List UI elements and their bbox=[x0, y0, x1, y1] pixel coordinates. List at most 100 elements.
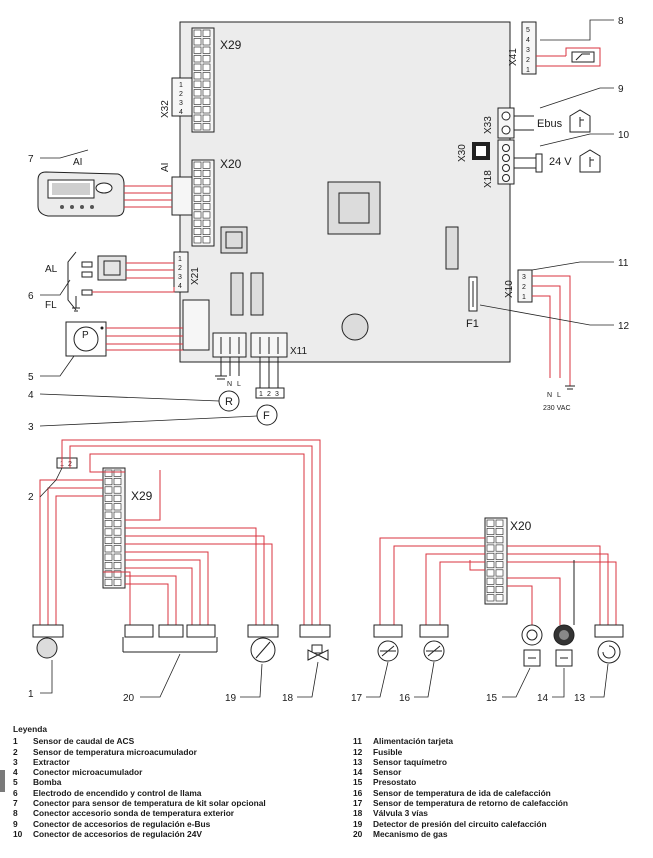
legend-item-number: 7 bbox=[13, 798, 18, 809]
legend-item-text: Fusible bbox=[373, 746, 403, 757]
x29-harness-label: X29 bbox=[131, 489, 153, 503]
x20-label: X20 bbox=[220, 157, 242, 171]
connector-pin bbox=[113, 469, 122, 477]
connector-pin bbox=[193, 170, 202, 177]
connector-pin bbox=[193, 228, 202, 235]
ebus-thermostat-icon bbox=[569, 109, 591, 133]
svg-text:2: 2 bbox=[522, 284, 526, 291]
legend-item-text: Conector de accesorios de regulación e-B… bbox=[33, 818, 211, 829]
connector-pin bbox=[486, 519, 495, 527]
legend-item-text: Sensor taquímetro bbox=[373, 756, 447, 767]
connector-pin bbox=[486, 577, 495, 585]
connector-pin bbox=[113, 503, 122, 511]
connector-pin bbox=[495, 536, 504, 544]
legend-item-text: Sensor de caudal de ACS bbox=[33, 736, 135, 747]
callout-9: 9 bbox=[618, 84, 624, 95]
connector-pin bbox=[104, 486, 113, 494]
electrode-icon: AL FL bbox=[45, 251, 127, 312]
callout-13: 13 bbox=[574, 693, 586, 704]
connector-pin bbox=[202, 106, 211, 114]
control-board bbox=[179, 21, 511, 363]
legend-item-text: Sensor de temperatura de ida de calefacc… bbox=[373, 787, 551, 798]
connector-pin bbox=[495, 519, 504, 527]
fuse-f1: F1 bbox=[466, 276, 479, 330]
legend-item-text: Detector de presión del circuito calefac… bbox=[373, 818, 547, 829]
connector-pin bbox=[193, 211, 202, 219]
connector-pin bbox=[104, 469, 113, 477]
connector-pin bbox=[202, 97, 211, 105]
svg-text:3: 3 bbox=[179, 100, 183, 107]
connector-pin bbox=[193, 236, 202, 244]
connector-pin bbox=[202, 161, 211, 169]
legend-item-number: 14 bbox=[353, 767, 363, 778]
pressure-detector-icon bbox=[247, 624, 279, 663]
connector-pin bbox=[104, 494, 113, 502]
connector-extractor bbox=[212, 332, 247, 358]
display-module-icon: AI bbox=[37, 157, 125, 217]
connector-pin bbox=[495, 569, 504, 577]
connector-pin bbox=[486, 527, 495, 535]
x10-label: X10 bbox=[504, 280, 515, 298]
svg-text:3: 3 bbox=[178, 274, 182, 281]
connector-pin bbox=[113, 570, 122, 578]
connector-pin bbox=[486, 536, 495, 544]
connector-x32: 12 34 X32 bbox=[160, 77, 193, 118]
legend-item-text: Presostato bbox=[373, 777, 417, 788]
connector-pin bbox=[104, 578, 113, 586]
callout-12: 12 bbox=[618, 321, 630, 332]
connector-pin bbox=[202, 194, 211, 202]
x32-label: X32 bbox=[160, 100, 171, 118]
connector-pin bbox=[104, 553, 113, 561]
connector-pin bbox=[113, 494, 122, 502]
connector-pin bbox=[104, 545, 113, 553]
al-label: AL bbox=[45, 264, 58, 275]
connector-pin bbox=[193, 29, 202, 37]
gas-valve-plugs bbox=[122, 624, 218, 653]
connector-pin bbox=[193, 89, 202, 97]
connector-pin bbox=[193, 203, 202, 211]
x33-label: X33 bbox=[483, 116, 494, 134]
svg-text:3: 3 bbox=[522, 274, 526, 281]
connector-pin bbox=[202, 219, 211, 227]
svg-text:1: 1 bbox=[178, 256, 182, 263]
pressure-switch-icon bbox=[521, 624, 543, 667]
connector-pin bbox=[486, 569, 495, 577]
three-way-valve-icon bbox=[299, 624, 331, 661]
pump-icon: P bbox=[65, 321, 107, 357]
connector-pin bbox=[202, 236, 211, 244]
connector-pin bbox=[486, 544, 495, 552]
connector-pin bbox=[202, 211, 211, 219]
r-label: R bbox=[225, 396, 233, 408]
connector-pin bbox=[202, 80, 211, 88]
x30-label: X30 bbox=[457, 144, 468, 162]
connector-x41: 54 32 1 X41 bbox=[508, 21, 537, 75]
connector-x20: X20 bbox=[191, 157, 242, 247]
flow-temp-sensor-icon bbox=[419, 624, 449, 662]
connector-x18: X18 24 V bbox=[483, 139, 572, 188]
connector-pin bbox=[113, 578, 122, 586]
connector-x10: 32 1 X10 bbox=[504, 269, 533, 303]
svg-text:2: 2 bbox=[267, 391, 271, 398]
svg-text:5: 5 bbox=[526, 27, 530, 34]
connector-pin bbox=[193, 63, 202, 71]
callout-2: 2 bbox=[28, 492, 34, 503]
callout-20: 20 bbox=[123, 693, 135, 704]
connector-pin bbox=[495, 544, 504, 552]
connector-pin bbox=[193, 194, 202, 202]
connector-pin bbox=[202, 46, 211, 54]
connector-pin bbox=[193, 123, 202, 131]
svg-text:3: 3 bbox=[526, 47, 530, 54]
callout-18: 18 bbox=[282, 693, 294, 704]
connector-pin bbox=[113, 478, 122, 486]
legend-item-number: 13 bbox=[353, 756, 363, 767]
legend-item-number: 3 bbox=[13, 756, 18, 767]
connector-pin bbox=[113, 520, 122, 528]
